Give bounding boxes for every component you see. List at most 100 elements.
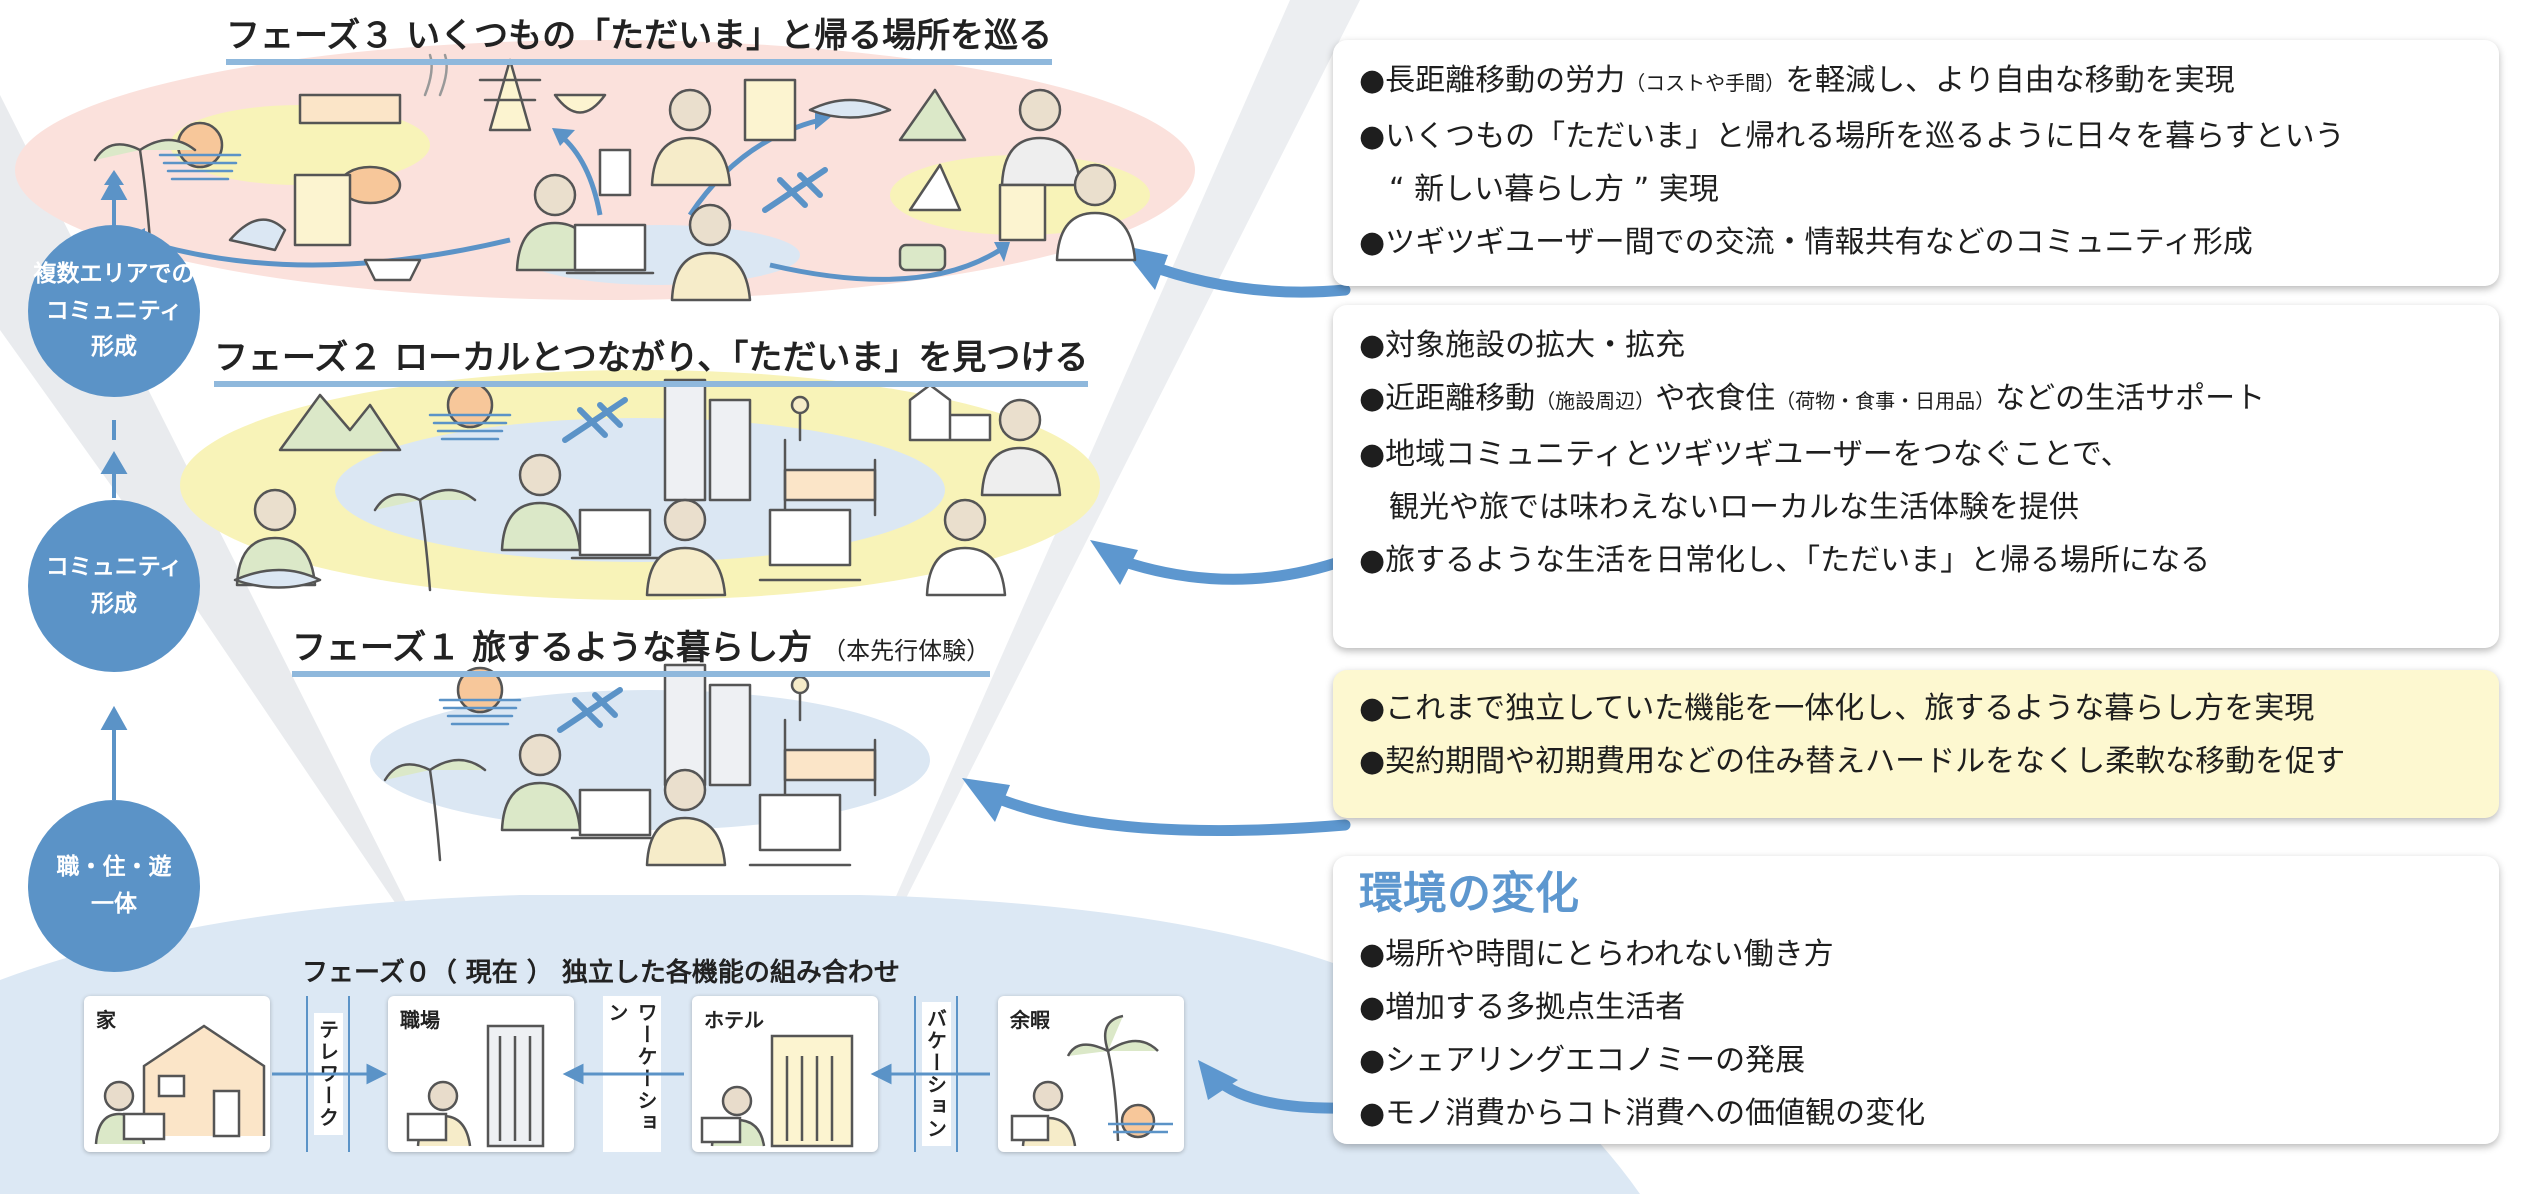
phase2-title: フェーズ２ ローカルとつながり、「ただいま」を見つける xyxy=(214,330,1089,387)
bed-icon xyxy=(783,748,877,782)
phase2-benefit-text: ●近距離移動 xyxy=(1359,381,1536,416)
phase2-benefit-rest: や衣食住 xyxy=(1655,381,1776,416)
hotel-icon xyxy=(998,183,1047,242)
onsen-icon xyxy=(423,53,448,97)
environment-change-item: ●場所や時間にとらわれない働き方 xyxy=(1359,937,1834,972)
phase3-inner-yellow-left xyxy=(170,105,430,185)
hotel-icon xyxy=(293,173,352,247)
train-icon xyxy=(598,148,632,197)
bowl-icon xyxy=(553,93,607,114)
building-icon xyxy=(663,663,707,787)
environment-change-item: ●モノ消費からコト消費への価値観の変化 xyxy=(1359,1096,1926,1131)
chef-icon xyxy=(1055,163,1137,262)
hotel-icon xyxy=(700,1034,854,1148)
chef-icon xyxy=(925,498,1007,597)
building-icon xyxy=(663,378,707,502)
funnel-right-wall xyxy=(890,0,1360,910)
ship-icon xyxy=(363,258,422,282)
phase2-benefit-item: ●近距離移動（施設周辺）や衣食住（荷物・食事・日用品）などの生活サポート xyxy=(1359,372,2499,428)
environment-change-item: ●増加する多拠点生活者 xyxy=(1359,990,1686,1025)
phase3-benefit-text: ●いくつもの「ただいま」と帰れる場所を巡るように日々を暮らすという xyxy=(1359,119,2345,154)
card-home-label: 家 xyxy=(96,1008,116,1032)
card-leisure: 余暇 xyxy=(998,996,1184,1152)
phase2-benefits-box: ●対象施設の拡大・拡充 ●近距離移動（施設周辺）や衣食住（荷物・食事・日用品）な… xyxy=(1333,305,2499,648)
card-leisure-label: 余暇 xyxy=(1010,1008,1050,1032)
stage-circle-community: コミュニティ 形成 xyxy=(28,500,200,672)
phase3-benefit-text: ●ツギツギユーザー間での交流・情報共有などのコミュニティ形成 xyxy=(1359,225,2253,260)
fish-icon xyxy=(233,568,322,589)
phase2-benefit-item: ●地域コミュニティとツギツギユーザーをつなぐことで、 xyxy=(1359,428,2499,481)
phase2-title-text: フェーズ２ ローカルとつながり、「ただいま」を見つける xyxy=(214,338,1089,378)
house-icon xyxy=(94,1024,266,1145)
card-hotel: ホテル xyxy=(692,996,878,1152)
house-icon xyxy=(908,163,962,212)
card-hotel-label: ホテル xyxy=(704,1008,764,1032)
phase2-benefit-sub2: （荷物・食事・日用品） xyxy=(1775,389,1996,413)
palm-tree-icon xyxy=(428,768,442,862)
phase2-benefit-item: 観光や旅では味わえないローカルな生活体験を提供 xyxy=(1359,481,2499,534)
person-icon xyxy=(500,453,582,552)
phase2-benefit-sub: （施設周辺） xyxy=(1535,389,1656,413)
building-icon xyxy=(406,1024,545,1148)
phase3-benefit-item: ●長距離移動の労力（コストや手間）を軽減し、より自由な移動を実現 xyxy=(1359,54,2499,110)
phase3-title-text: フェーズ３ いくつもの「ただいま」と帰る場所を巡る xyxy=(226,16,1053,56)
fish-icon xyxy=(808,98,892,119)
palm-tree-icon xyxy=(1010,1014,1173,1147)
phase2-benefit-text: ●対象施設の拡大・拡充 xyxy=(1359,328,1686,363)
palm-tree-icon xyxy=(418,498,432,592)
airplane-icon xyxy=(562,397,628,443)
mountain-icon xyxy=(898,88,967,142)
environment-change-item: ●シェアリングエコノミーの発展 xyxy=(1359,1043,1806,1078)
stage-label-community: コミュニティ 形成 xyxy=(45,554,183,617)
person-icon xyxy=(500,733,582,832)
person-icon xyxy=(670,203,752,302)
hotel-icon xyxy=(743,78,797,142)
phase3-benefit-item: ●いくつもの「ただいま」と帰れる場所を巡るように日々を暮らすという xyxy=(1359,110,2499,163)
arrow-phase1 xyxy=(979,787,1351,837)
phase3-benefit-text: “ 新しい暮らし方 ” 実現 xyxy=(1359,172,1719,207)
phase1-benefits-list: ●これまで独立していた機能を一体化し、旅するような暮らし方を実現 ●契約期間や初… xyxy=(1359,682,2499,788)
phase3-benefit-item: “ 新しい暮らし方 ” 実現 xyxy=(1359,163,2499,216)
pagoda-icon xyxy=(478,58,542,132)
laptop-icon xyxy=(573,223,647,272)
phase2-benefit-text: ●地域コミュニティとツギツギユーザーをつなぐことで、 xyxy=(1359,437,2131,472)
phase3-benefits-list: ●長距離移動の労力（コストや手間）を軽減し、より自由な移動を実現 ●いくつもの「… xyxy=(1359,54,2499,269)
phase2-benefit-text: ●旅するような生活を日常化し、「ただいま」と帰る場所になる xyxy=(1359,543,2211,578)
card-home: 家 xyxy=(84,996,270,1152)
stage-label-integrated: 職・住・遊 一体 xyxy=(56,854,172,917)
phase3-benefit-item: ●ツギツギユーザー間での交流・情報共有などのコミュニティ形成 xyxy=(1359,216,2499,269)
laptop-icon xyxy=(578,788,652,837)
stage-circle-multi-area: 複数エリアでの コミュニティ 形成 xyxy=(28,225,200,397)
phase1-benefit-text: ●これまで独立していた機能を一体化し、旅するような暮らし方を実現 xyxy=(1359,691,2315,726)
airplane-icon xyxy=(557,687,623,733)
house-icon xyxy=(908,383,992,442)
stage-label-multi-area: 複数エリアでの コミュニティ 形成 xyxy=(33,260,195,361)
airplane-icon xyxy=(762,167,828,213)
environment-change-title: 環境の変化 xyxy=(1359,868,1579,919)
stage-circle-integrated: 職・住・遊 一体 xyxy=(28,800,200,972)
farmer-icon xyxy=(1000,88,1082,187)
card-workplace-label: 職場 xyxy=(400,1008,440,1032)
phase2-benefit-text: 観光や旅では味わえないローカルな生活体験を提供 xyxy=(1359,490,2079,525)
phase0-title: フェーズ０（ 現在 ） 独立した各機能の組み合わせ xyxy=(302,958,900,988)
phase1-benefit-text: ●契約期間や初期費用などの住み替えハードルをなくし柔軟な移動を促す xyxy=(1359,744,2346,779)
environment-change-list: ●場所や時間にとらわれない働き方 ●増加する多拠点生活者 ●シェアリングエコノミ… xyxy=(1359,928,2499,1140)
person-icon xyxy=(645,498,727,597)
farmer-icon xyxy=(980,398,1062,497)
phase3-benefits-box: ●長距離移動の労力（コストや手間）を軽減し、より自由な移動を実現 ●いくつもの「… xyxy=(1333,40,2499,286)
mountain-icon xyxy=(278,393,402,452)
phase1-title-text: フェーズ１ 旅するような暮らし方 xyxy=(292,628,813,668)
phase2-benefit-item: ●旅するような生活を日常化し、「ただいま」と帰る場所になる xyxy=(1359,534,2499,587)
arrow-phase2 xyxy=(1104,551,1351,585)
phase1-benefit-item: ●契約期間や初期費用などの住み替えハードルをなくし柔軟な移動を促す xyxy=(1359,735,2499,788)
phase3-benefit-rest: を軽減し、より自由な移動を実現 xyxy=(1785,63,2235,98)
card-workplace: 職場 xyxy=(388,996,574,1152)
phase1-title: フェーズ１ 旅するような暮らし方（本先行体験） xyxy=(292,620,991,677)
phase2-benefit-rest2: などの生活サポート xyxy=(1995,381,2266,416)
environment-change-box: 環境の変化 ●場所や時間にとらわれない働き方 ●増加する多拠点生活者 ●シェアリ… xyxy=(1333,856,2499,1144)
laptop-icon xyxy=(768,508,852,567)
palm-tree-icon xyxy=(228,218,287,252)
laptop-icon xyxy=(578,508,652,557)
arrow-phase3 xyxy=(1134,256,1351,298)
